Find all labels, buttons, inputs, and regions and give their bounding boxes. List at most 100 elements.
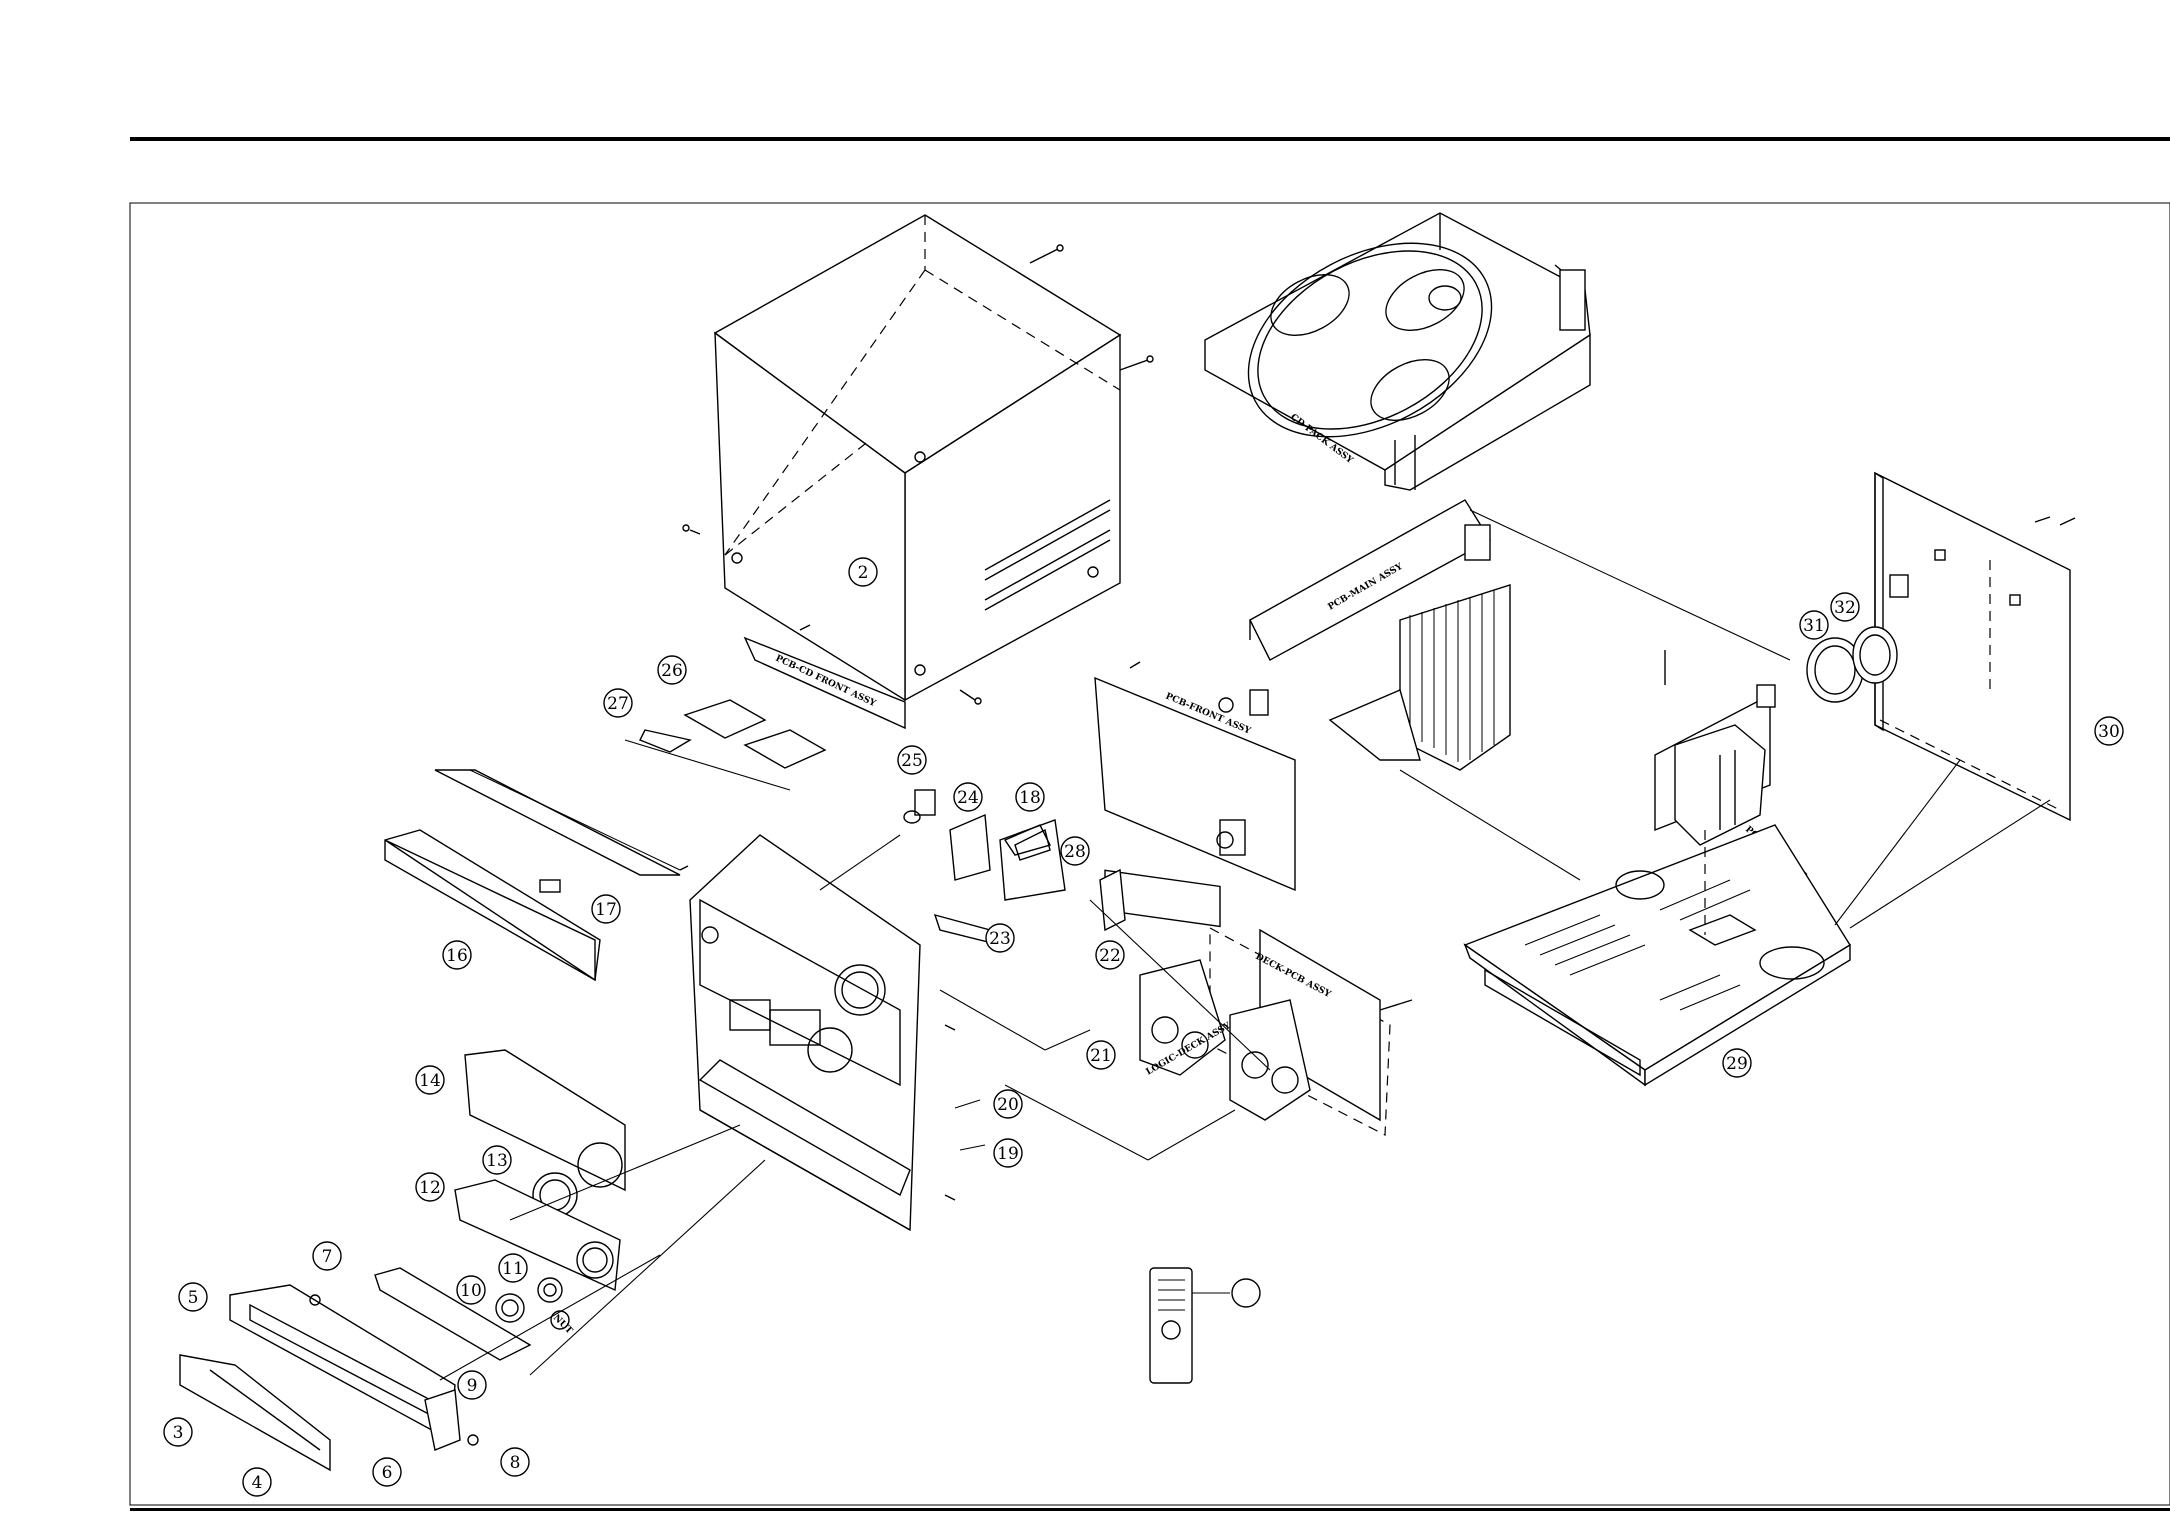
parts-14-13-12 [454,1049,626,1292]
callout-circle [657,655,687,685]
callout-number: 14 [419,1071,441,1091]
callout-circle [498,1253,528,1283]
callout-circle [985,923,1015,953]
callout-number: 27 [607,694,629,714]
callout-circle [482,1145,512,1175]
callout-circle [242,1467,272,1497]
callout-9: 9 [457,1370,487,1400]
callout-circle [457,1370,487,1400]
callout-4: 4 [242,1467,272,1497]
callout-23: 23 [985,923,1015,953]
callout-number: 21 [1090,1046,1112,1066]
callout-number: 25 [901,751,923,771]
callout-number: 3 [173,1423,184,1443]
callout-circle [456,1275,486,1305]
callout-number: 13 [486,1151,508,1171]
callout-32: 32 [1830,592,1860,622]
callout-circle [372,1457,402,1487]
rear-panel [1874,471,2076,822]
cd-pack-assembly: CD PACK ASSY [1204,212,1591,491]
callout-circle [1060,836,1090,866]
callout-number: 32 [1834,598,1856,618]
cooling-fan [1806,626,1898,703]
callout-number: 19 [997,1144,1019,1164]
callout-circle [591,894,621,924]
callout-31: 31 [1799,610,1829,640]
callout-24: 24 [953,782,983,812]
callout-number: 24 [957,788,979,808]
callout-29: 29 [1722,1048,1752,1078]
callout-number: 7 [322,1247,333,1267]
callout-number: 29 [1726,1054,1748,1074]
callout-circle [178,1282,208,1312]
pcb-main-assembly: PCB-MAIN ASSY [1218,499,1511,771]
callout-number: 9 [467,1376,478,1396]
tray-doors-3-to-8 [179,1284,479,1472]
front-bezel-16-17 [384,769,681,982]
callout-circle [163,1417,193,1447]
callout-6: 6 [372,1457,402,1487]
callout-7: 7 [312,1241,342,1271]
callout-number: 5 [188,1288,199,1308]
callout-circle [1015,782,1045,812]
callout-18: 18 [1015,782,1045,812]
callout-number: 18 [1019,788,1041,808]
callout-circle [993,1138,1023,1168]
callout-number: 10 [460,1281,482,1301]
callout-19: 19 [993,1138,1023,1168]
callout-group: 2345678910111213141617181920212223242526… [163,557,2124,1497]
callout-circle [1231,1278,1261,1308]
callout-26: 26 [657,655,687,685]
callout-number: 26 [661,661,683,681]
remote-control [1149,1267,1230,1384]
cabinet-vents [984,499,1111,611]
callout-circle [442,940,472,970]
callout-circle [953,782,983,812]
callout-5: 5 [178,1282,208,1312]
callout-16: 16 [442,940,472,970]
callout-22: 22 [1095,940,1125,970]
header-rule [130,137,2170,141]
footer-rule [130,1508,2170,1511]
callout-30: 30 [2094,716,2124,746]
callout-number: 31 [1803,616,1825,636]
callout-number: 11 [502,1259,524,1279]
callout-number: 30 [2098,722,2120,742]
diagram-frame [129,202,2170,1506]
callout-17: 17 [591,894,621,924]
bottom-chassis [1463,824,1851,1087]
callout-number: 20 [997,1095,1019,1115]
callout-number: 4 [252,1473,263,1493]
callout-circle [1722,1048,1752,1078]
callout-27: 27 [603,688,633,718]
assy-label-nut: NUT [551,1313,574,1336]
callout-number: 6 [382,1463,393,1483]
callout-25: 25 [897,745,927,775]
callout-circle [1830,592,1860,622]
callout-12: 12 [415,1172,445,1202]
callout-circle [415,1065,445,1095]
callout-circle [897,745,927,775]
callout-circle [312,1241,342,1271]
callout-number: 22 [1099,946,1121,966]
callout-number: 17 [595,900,617,920]
callout-circle [2094,716,2124,746]
callout-2: 2 [848,557,878,587]
callout-number: 12 [419,1178,441,1198]
callout-13: 13 [482,1145,512,1175]
callout-8: 8 [500,1447,530,1477]
callout-circle [603,688,633,718]
callout-circle [1799,610,1829,640]
callout-number: 8 [510,1453,521,1473]
top-cabinet [682,214,1154,705]
callout-number: 28 [1064,842,1086,862]
callout-number: 2 [858,563,869,583]
assembly-leaders [439,509,2051,1381]
callout-20: 20 [993,1089,1023,1119]
callout-28: 28 [1060,836,1090,866]
callout-14: 14 [415,1065,445,1095]
deck-assembly: DECK-PCB ASSY LOGIC-DECK ASSY [1139,926,1413,1136]
switch-parts-18-28 [903,789,1126,947]
callout-circle [500,1447,530,1477]
